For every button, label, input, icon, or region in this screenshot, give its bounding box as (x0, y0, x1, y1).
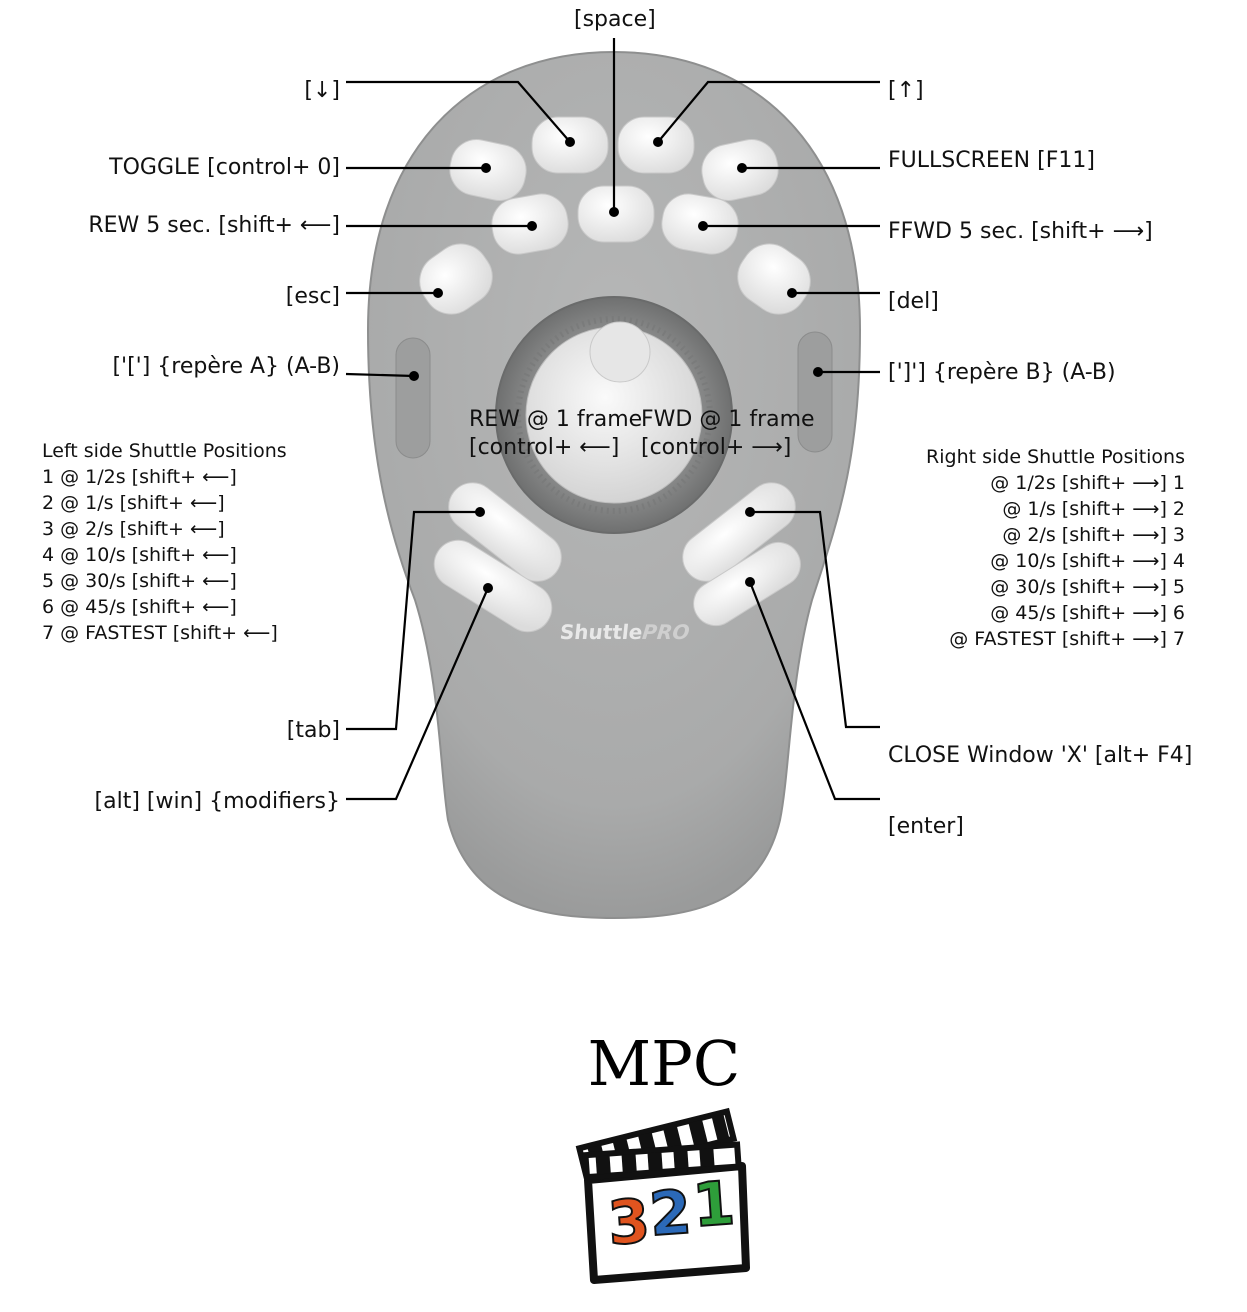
label-close-window: CLOSE Window 'X' [alt+ F4] (888, 743, 1193, 768)
label-up: [↑] (888, 78, 924, 103)
button-tab[interactable] (439, 473, 571, 591)
left-shuttle-item: 1 @ 1/2s [shift+ ⟵] (42, 466, 237, 488)
label-marker-b: [']'] {repère B} (A-B) (888, 360, 1116, 385)
label-modifiers: [alt] [win] {modifiers} (94, 789, 340, 814)
left-shuttle-item: 4 @ 10/s [shift+ ⟵] (42, 544, 237, 566)
button-close-window[interactable] (673, 473, 805, 591)
left-shuttle-item: 2 @ 1/s [shift+ ⟵] (42, 492, 225, 514)
right-shuttle-positions: Right side Shuttle Positions @ 1/2s [shi… (905, 444, 1185, 652)
label-rew-frame-line2: [control+ ⟵] (469, 435, 620, 460)
label-rew-frame: REW @ 1 frame [control+ ⟵] (469, 406, 642, 462)
callout-dots (409, 137, 823, 593)
label-space: [space] (574, 7, 656, 32)
right-shuttle-item: @ 45/s [shift+ ⟶] 6 (990, 602, 1185, 624)
brand-shuttle: Shuttle (558, 620, 644, 644)
label-fullscreen: FULLSCREEN [F11] (888, 148, 1095, 173)
label-rew5: REW 5 sec. [shift+ ⟵] (88, 213, 340, 238)
left-shuttle-item: 5 @ 30/s [shift+ ⟵] (42, 570, 237, 592)
right-shuttle-item: @ 1/2s [shift+ ⟶] 1 (990, 472, 1185, 494)
callout-lines (345, 38, 880, 801)
right-shuttle-item: @ 10/s [shift+ ⟶] 4 (990, 550, 1185, 572)
leader-close-window (750, 510, 880, 729)
leader-enter (748, 581, 880, 801)
button-marker-b[interactable] (797, 331, 833, 453)
leader-marker-a (345, 372, 415, 378)
leader-up (657, 80, 880, 143)
label-marker-a: ['['] {repère A} (A-B) (112, 354, 340, 379)
left-shuttle-item: 7 @ FASTEST [shift+ ⟵] (42, 622, 278, 644)
label-esc: [esc] (285, 284, 340, 309)
leader-tab (346, 510, 480, 731)
leader-modifiers (346, 587, 490, 801)
label-toggle: TOGGLE [control+ 0] (109, 155, 340, 180)
leader-down (346, 80, 571, 143)
shuttle-ring-inner (515, 316, 713, 514)
left-shuttle-item: 6 @ 45/s [shift+ ⟵] (42, 596, 237, 618)
right-shuttle-item: @ 1/s [shift+ ⟶] 2 (1002, 498, 1185, 520)
label-ffwd5: FFWD 5 sec. [shift+ ⟶] (888, 219, 1153, 244)
shuttlepro-brand-logo: ShuttlePRO (559, 620, 691, 644)
label-del: [del] (888, 289, 939, 314)
left-shuttle-positions: Left side Shuttle Positions 1 @ 1/2s [sh… (42, 438, 287, 646)
jog-wheel-dimple (589, 321, 651, 383)
right-shuttle-item: @ FASTEST [shift+ ⟶] 7 (949, 628, 1185, 650)
right-shuttle-item: @ 2/s [shift+ ⟶] 3 (1002, 524, 1185, 546)
brand-pro: PRO (641, 620, 691, 644)
button-marker-a[interactable] (395, 337, 431, 459)
label-down: [↓] (304, 78, 340, 103)
left-shuttle-title: Left side Shuttle Positions (42, 440, 287, 462)
logo-digit-2: 2 (646, 1177, 695, 1252)
label-fwd-frame-line1: FWD @ 1 frame (641, 407, 815, 432)
logo-digit-3: 3 (605, 1185, 654, 1260)
logo-digit-1: 1 (690, 1167, 739, 1242)
mpc-logo-icon (575, 1107, 750, 1284)
mpc-logo-digits: 3 2 1 (601, 1167, 738, 1267)
label-tab: [tab] (286, 718, 340, 743)
right-shuttle-title: Right side Shuttle Positions (926, 446, 1185, 468)
label-rew-frame-line1: REW @ 1 frame (469, 407, 643, 432)
right-shuttle-item: @ 30/s [shift+ ⟶] 5 (990, 576, 1185, 598)
label-fwd-frame-line2: [control+ ⟶] (641, 435, 792, 460)
mpc-title: MPC (587, 1027, 741, 1100)
left-shuttle-item: 3 @ 2/s [shift+ ⟵] (42, 518, 225, 540)
label-enter: [enter] (888, 814, 964, 839)
label-fwd-frame: FWD @ 1 frame [control+ ⟶] (641, 406, 815, 462)
